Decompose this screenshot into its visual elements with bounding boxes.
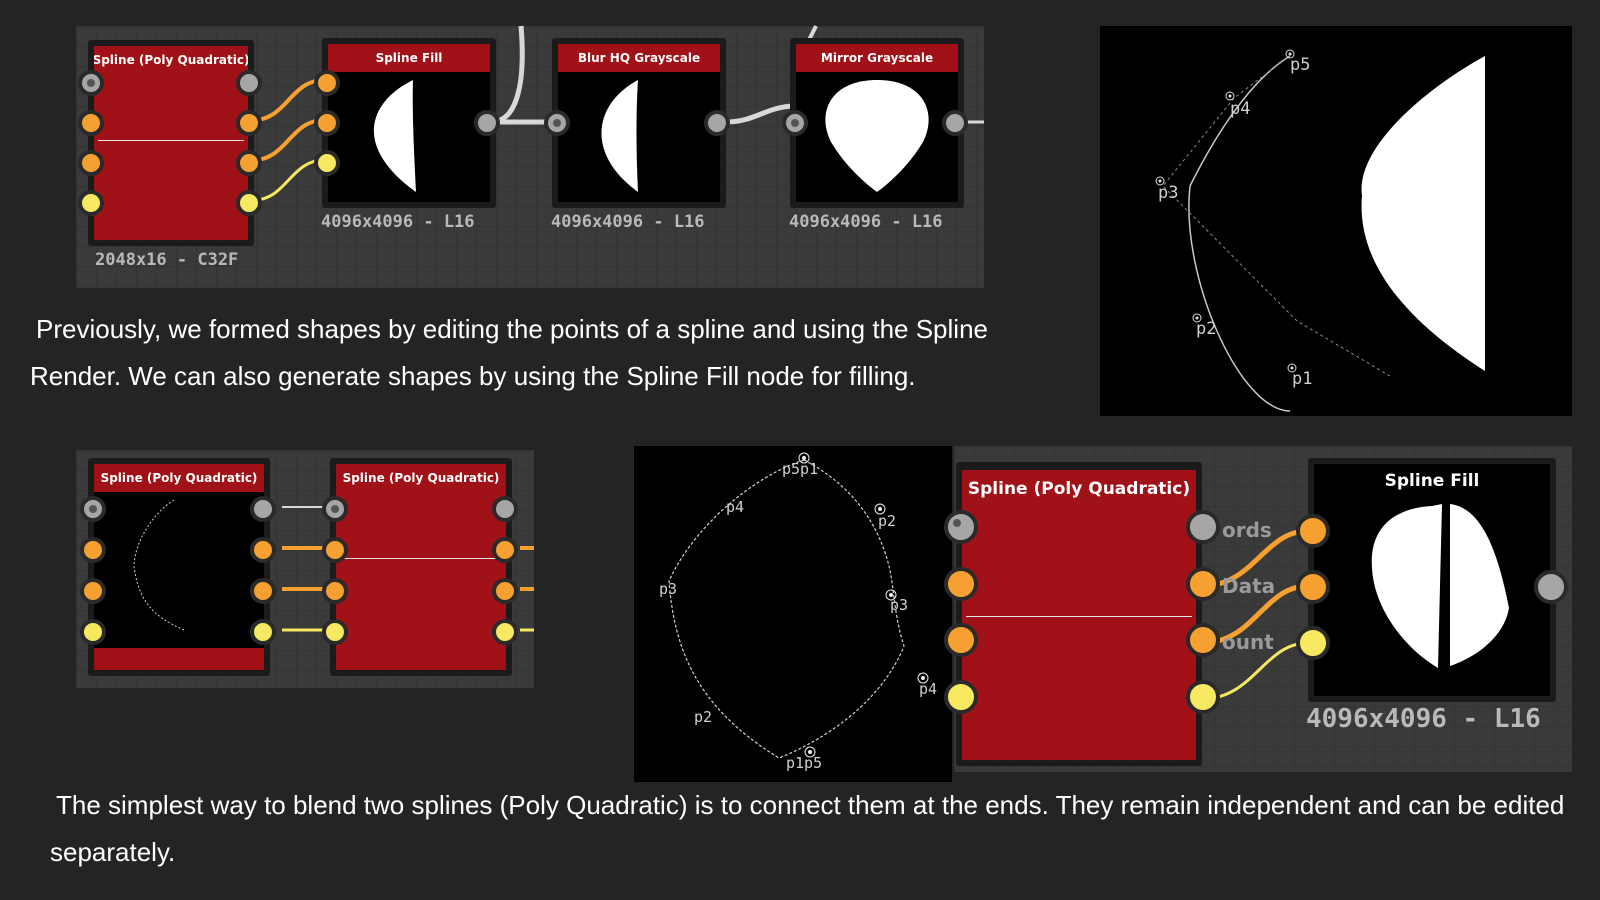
node-spline-poly-quadratic-b[interactable]: Spline (Poly Quadratic): [322, 458, 518, 676]
output-port[interactable]: [474, 110, 500, 136]
node-resolution: 4096x4096 - L16: [789, 212, 943, 232]
node-resolution: 4096x4096 - L16: [1306, 704, 1541, 734]
node-preview: [962, 508, 1196, 760]
point-label: p4: [1230, 99, 1250, 119]
input-port[interactable]: [1296, 626, 1330, 660]
port-label: ords: [1222, 518, 1272, 542]
point-label: p3: [1158, 183, 1178, 203]
input-port[interactable]: [322, 578, 348, 604]
output-port[interactable]: [250, 619, 276, 645]
input-port[interactable]: [78, 150, 104, 176]
input-port[interactable]: [314, 110, 340, 136]
node-title: Spline (Poly Quadratic): [336, 464, 506, 492]
output-port[interactable]: [492, 619, 518, 645]
point-label: p3: [659, 580, 677, 598]
point-label: p5: [1290, 55, 1310, 75]
output-port[interactable]: [492, 578, 518, 604]
node-title: Spline (Poly Quadratic): [94, 46, 248, 74]
output-port[interactable]: [236, 110, 262, 136]
node-preview: [336, 492, 506, 670]
port-label: Data: [1222, 574, 1276, 598]
output-port[interactable]: [1186, 680, 1220, 714]
input-port[interactable]: [944, 510, 978, 544]
description-paragraph-1: Previously, we formed shapes by editing …: [30, 314, 988, 391]
node-preview: [94, 74, 248, 240]
node-preview: [94, 492, 264, 670]
point-label: p2: [694, 708, 712, 726]
node-resolution: 2048x16 - C32F: [95, 250, 239, 270]
node-spline-poly-quadratic-large[interactable]: Spline (Poly Quadratic): [944, 462, 1220, 766]
input-port[interactable]: [80, 619, 106, 645]
node-preview: [558, 72, 720, 202]
node-title: Spline Fill: [1314, 464, 1550, 498]
node-spline-fill-large[interactable]: Spline Fill: [1296, 458, 1568, 702]
spline-viewport-top[interactable]: p5 p4 p3 p2 p1: [1100, 26, 1572, 416]
input-port[interactable]: [80, 578, 106, 604]
spline-point-markers: p5p1 p4 p2 p3 p3 p4 p2 p1p5: [659, 452, 937, 772]
output-port[interactable]: [1186, 623, 1220, 657]
node-mirror-grayscale[interactable]: Mirror Grayscale: [782, 38, 968, 208]
node-spline-poly-quadratic-a[interactable]: Spline (Poly Quadratic): [80, 458, 276, 676]
node-blur-hq-grayscale[interactable]: Blur HQ Grayscale: [544, 38, 730, 208]
bottom-right-node-graph: ords Data ount Spline (Poly Quadratic) S…: [944, 446, 1572, 772]
input-port[interactable]: [782, 110, 808, 136]
output-port[interactable]: [492, 537, 518, 563]
input-port[interactable]: [322, 496, 348, 522]
input-port[interactable]: [1296, 514, 1330, 548]
node-preview: [1314, 498, 1550, 696]
point-label: p2: [878, 512, 896, 530]
node-title: Mirror Grayscale: [796, 44, 958, 72]
node-title: Blur HQ Grayscale: [558, 44, 720, 72]
output-port[interactable]: [250, 496, 276, 522]
input-port[interactable]: [78, 110, 104, 136]
node-spline-poly-quadratic[interactable]: Spline (Poly Quadratic): [78, 40, 262, 246]
node-resolution: 4096x4096 - L16: [551, 212, 705, 232]
node-resolution: 4096x4096 - L16: [321, 212, 475, 232]
input-port[interactable]: [544, 110, 570, 136]
output-port[interactable]: [704, 110, 730, 136]
node-preview: [328, 72, 490, 202]
input-port[interactable]: [1296, 570, 1330, 604]
node-title: Spline (Poly Quadratic): [94, 464, 264, 492]
output-port[interactable]: [236, 150, 262, 176]
input-port[interactable]: [322, 619, 348, 645]
spline-viewport-bottom[interactable]: p5p1 p4 p2 p3 p3 p4 p2 p1p5: [634, 446, 952, 782]
point-label: p1p5: [786, 754, 822, 772]
point-label: p5p1: [782, 460, 818, 478]
output-port[interactable]: [942, 110, 968, 136]
output-port[interactable]: [250, 578, 276, 604]
point-label: p2: [1196, 319, 1216, 339]
input-port[interactable]: [944, 567, 978, 601]
port-label: ount: [1222, 630, 1274, 654]
input-port[interactable]: [80, 496, 106, 522]
node-title: Spline (Poly Quadratic): [962, 470, 1196, 508]
point-label: p1: [1292, 369, 1312, 389]
description-paragraph-2: The simplest way to blend two splines (P…: [50, 790, 1565, 867]
input-port[interactable]: [314, 70, 340, 96]
output-port[interactable]: [1186, 567, 1220, 601]
point-label: p4: [919, 680, 937, 698]
input-port[interactable]: [314, 150, 340, 176]
input-port[interactable]: [80, 537, 106, 563]
input-port[interactable]: [944, 680, 978, 714]
input-port[interactable]: [78, 190, 104, 216]
point-label: p3: [890, 596, 908, 614]
output-port[interactable]: [492, 496, 518, 522]
node-title: Spline Fill: [328, 44, 490, 72]
input-port[interactable]: [78, 70, 104, 96]
top-node-graph: Spline (Poly Quadratic) 2048x16 - C32F S…: [76, 25, 984, 288]
output-port[interactable]: [250, 537, 276, 563]
point-label: p4: [726, 498, 744, 516]
output-port[interactable]: [236, 70, 262, 96]
node-preview: [796, 72, 958, 202]
node-spline-fill[interactable]: Spline Fill: [314, 38, 500, 208]
input-port[interactable]: [322, 537, 348, 563]
output-port[interactable]: [1534, 570, 1568, 604]
output-port[interactable]: [1186, 510, 1220, 544]
bottom-left-node-graph: Spline (Poly Quadratic) Spline (Poly Qua…: [76, 450, 534, 688]
input-port[interactable]: [944, 623, 978, 657]
spline-point-markers: p5 p4 p3 p2 p1: [1155, 49, 1312, 389]
output-port[interactable]: [236, 190, 262, 216]
